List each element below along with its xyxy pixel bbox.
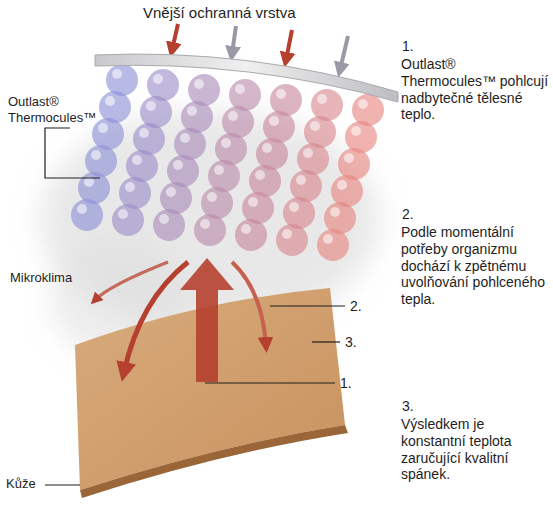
thermocule: [229, 79, 261, 111]
skin-edge: [80, 425, 348, 498]
thermocule: [304, 116, 336, 148]
thermocule: [338, 148, 370, 180]
thermocule: [256, 138, 288, 170]
part-label: Kůže: [6, 476, 46, 492]
thermocule: [174, 128, 206, 160]
part-label: Mikroklima: [10, 270, 100, 286]
thermocule: [290, 170, 322, 202]
thermocule: [208, 160, 240, 192]
step-number: 3.: [402, 398, 442, 415]
heat-arrows: [95, 258, 266, 382]
thermocule: [133, 123, 165, 155]
thermocule: [99, 91, 131, 123]
part-label: Outlast® Thermocules™: [8, 94, 92, 125]
thermocule: [119, 177, 151, 209]
thermocule: [242, 192, 274, 224]
callout-number: 1.: [340, 375, 370, 392]
layer-label: Vnější ochranná vrstva: [143, 4, 343, 22]
thermocule: [194, 214, 226, 246]
thermocule: [188, 74, 220, 106]
thermocule: [222, 106, 254, 138]
thermocule: [167, 155, 199, 187]
callout-number: 2.: [350, 298, 380, 315]
step-text: Podle momentální potřeby organizmu dochá…: [401, 224, 549, 308]
thermocule: [92, 118, 124, 150]
thermocule: [147, 69, 179, 101]
thermocules-spheres: [71, 64, 384, 261]
thermocule: [85, 145, 117, 177]
thermocule: [311, 89, 343, 121]
thermocule: [317, 229, 349, 261]
leader-lines: [45, 128, 345, 485]
thermocule: [181, 101, 213, 133]
thermocule: [201, 187, 233, 219]
thermocule: [140, 96, 172, 128]
thermocule: [126, 150, 158, 182]
thermocule: [345, 121, 377, 153]
callout-number: 3.: [345, 334, 375, 351]
step-number: 1.: [402, 38, 442, 55]
thermocule: [235, 219, 267, 251]
thermocule: [324, 202, 356, 234]
thermocule: [215, 133, 247, 165]
thermocule: [352, 94, 384, 126]
thermocule: [276, 224, 308, 256]
thermocule: [78, 172, 110, 204]
thermocule: [297, 143, 329, 175]
thermocule: [331, 175, 363, 207]
thermocule: [249, 165, 281, 197]
thermocule: [106, 64, 138, 96]
step-text: Outlast® Thermocules™ pohlcují nadbytečn…: [401, 56, 549, 123]
thermocule: [263, 111, 295, 143]
step-number: 2.: [402, 206, 442, 223]
step-text: Výsledkem je konstantní teplota zaručují…: [401, 416, 549, 483]
thermocule: [283, 197, 315, 229]
thermocule: [153, 209, 185, 241]
outer-layer: [95, 54, 398, 102]
thermocule: [270, 84, 302, 116]
thermocule: [160, 182, 192, 214]
thermocule: [71, 199, 103, 231]
thermocule: [112, 204, 144, 236]
